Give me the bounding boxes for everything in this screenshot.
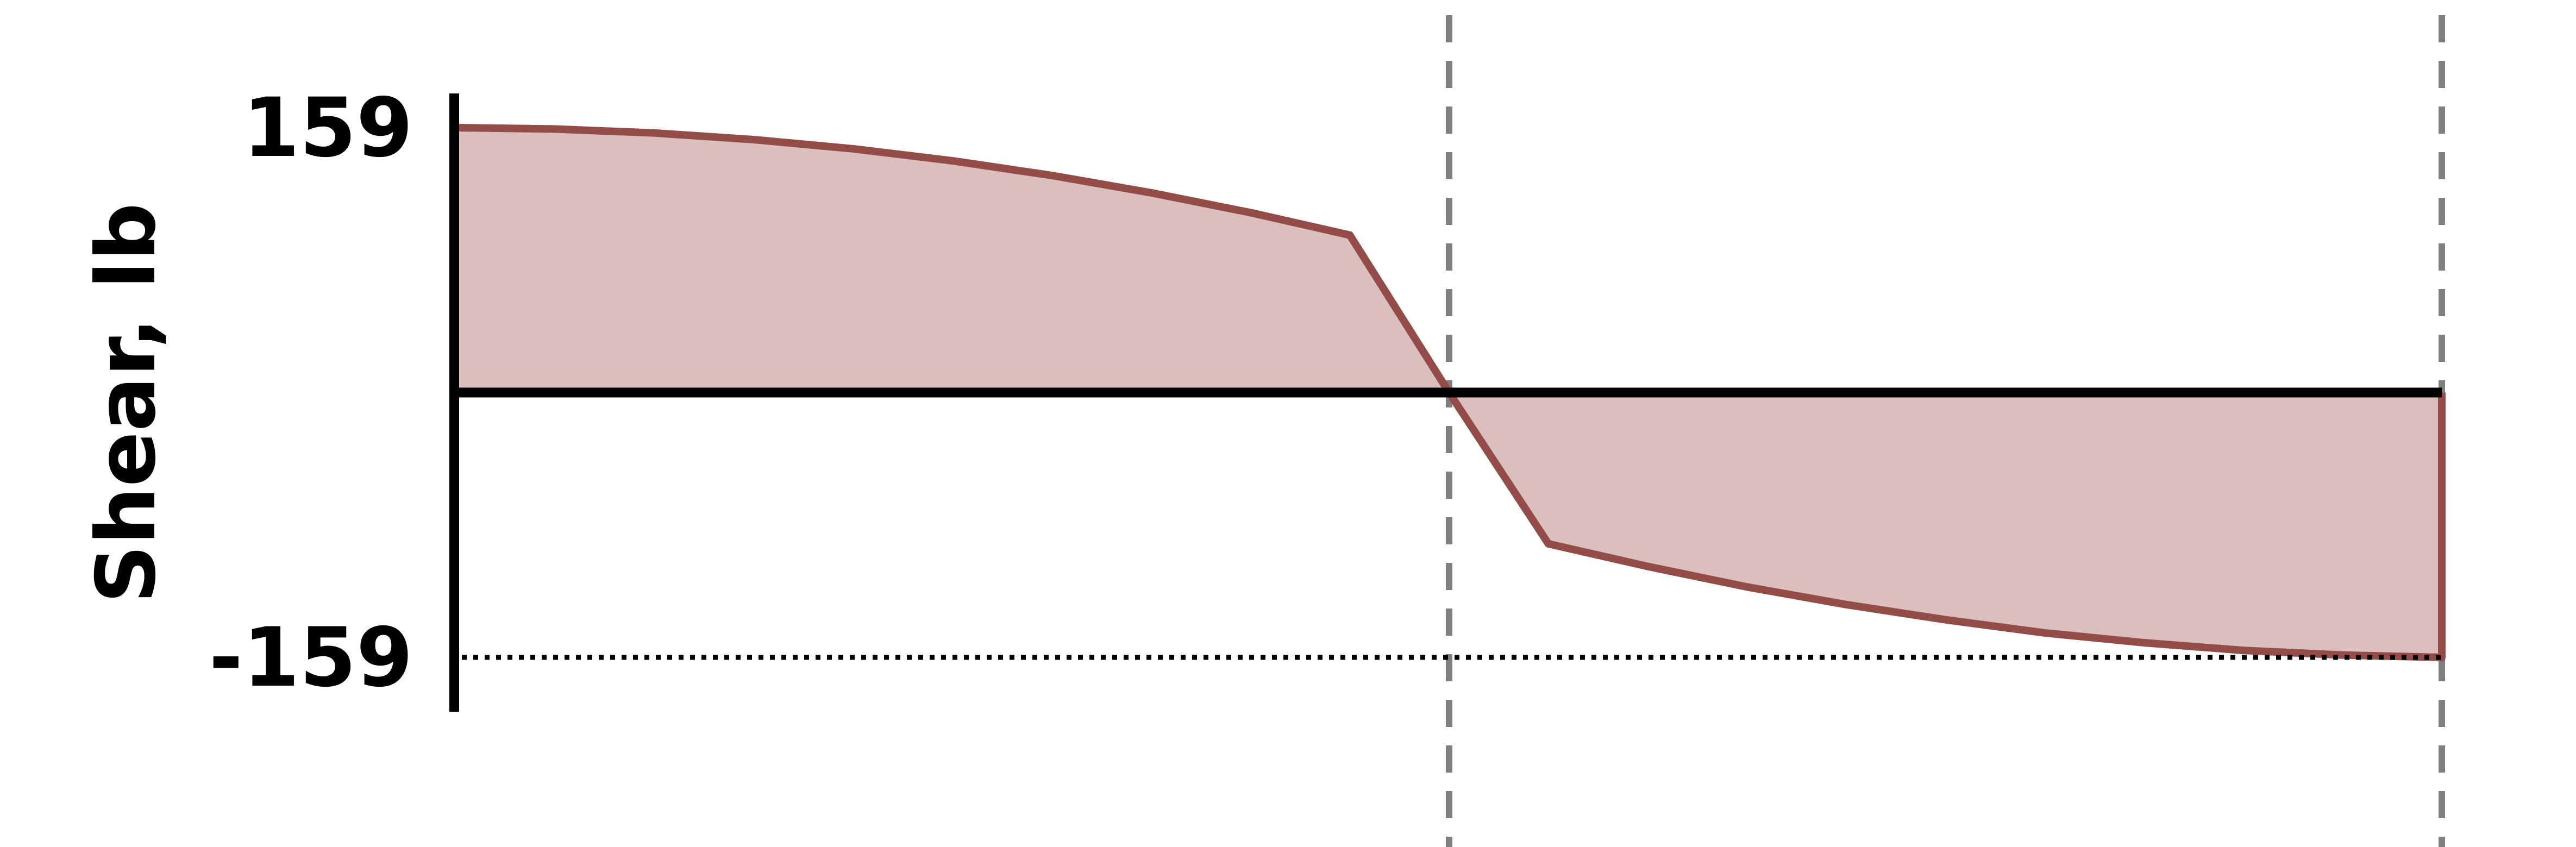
shear-curve <box>456 124 2446 661</box>
y-tick-label-1: 159 <box>243 81 413 175</box>
axes <box>449 93 2442 712</box>
y-axis-title: Shear, lb <box>79 203 174 604</box>
y-tick-label-2: -159 <box>209 611 413 705</box>
y-tick-labels: 159 -159 <box>209 81 413 705</box>
